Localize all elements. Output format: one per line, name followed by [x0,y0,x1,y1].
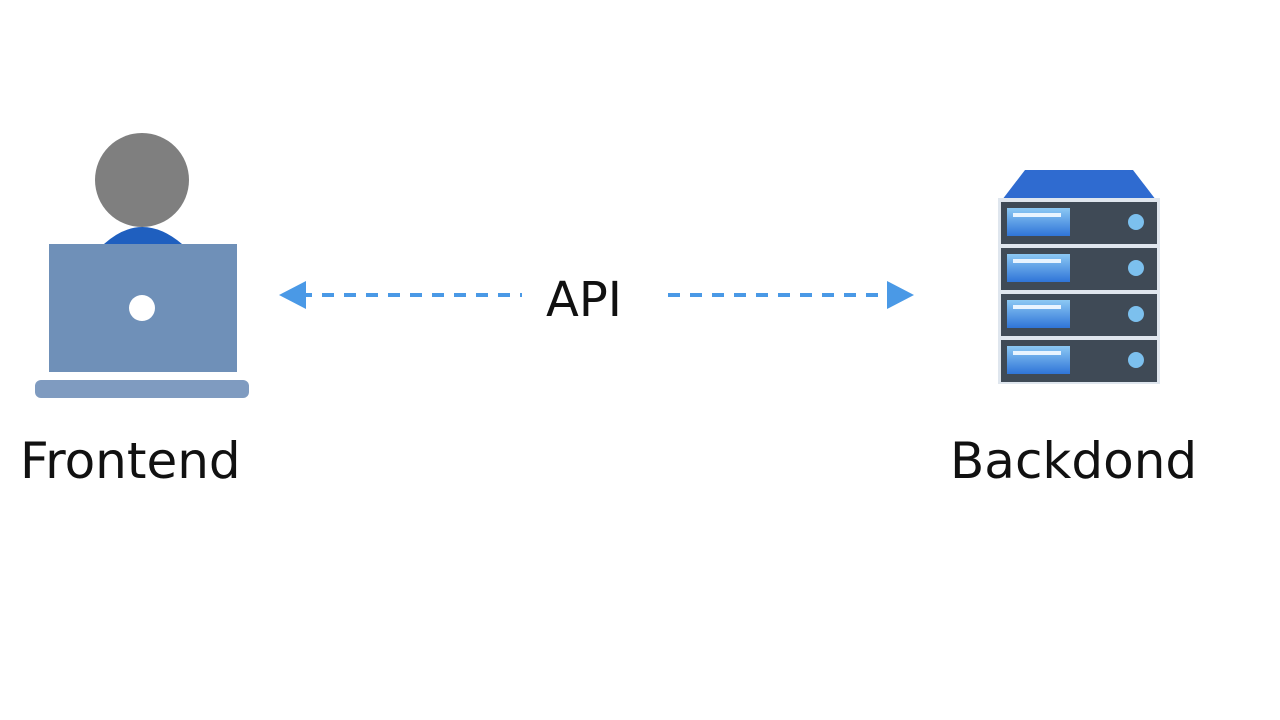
server-slot [1007,300,1070,328]
laptop-logo [129,295,155,321]
server-status-light [1128,306,1144,322]
server-slot-highlight [1013,213,1061,217]
server-slot-highlight [1013,351,1061,355]
arrowhead-right-icon [887,281,914,309]
server-top [1002,170,1156,200]
user-head [95,133,189,227]
api-edge [279,281,914,309]
server-status-light [1128,260,1144,276]
user-shoulders [104,227,182,244]
server-slot [1007,208,1070,236]
server-status-light [1128,214,1144,230]
server-slot [1007,254,1070,282]
server-slot [1007,346,1070,374]
arrowhead-left-icon [279,281,306,309]
laptop-base [35,380,249,398]
backend-label: Backdond [950,432,1198,490]
server-slot-highlight [1013,305,1061,309]
server-status-light [1128,352,1144,368]
server-slot-highlight [1013,259,1061,263]
frontend-label: Frontend [20,432,241,490]
user-laptop-icon [35,133,249,398]
server-rack-icon [998,170,1160,384]
api-label: API [546,272,622,328]
